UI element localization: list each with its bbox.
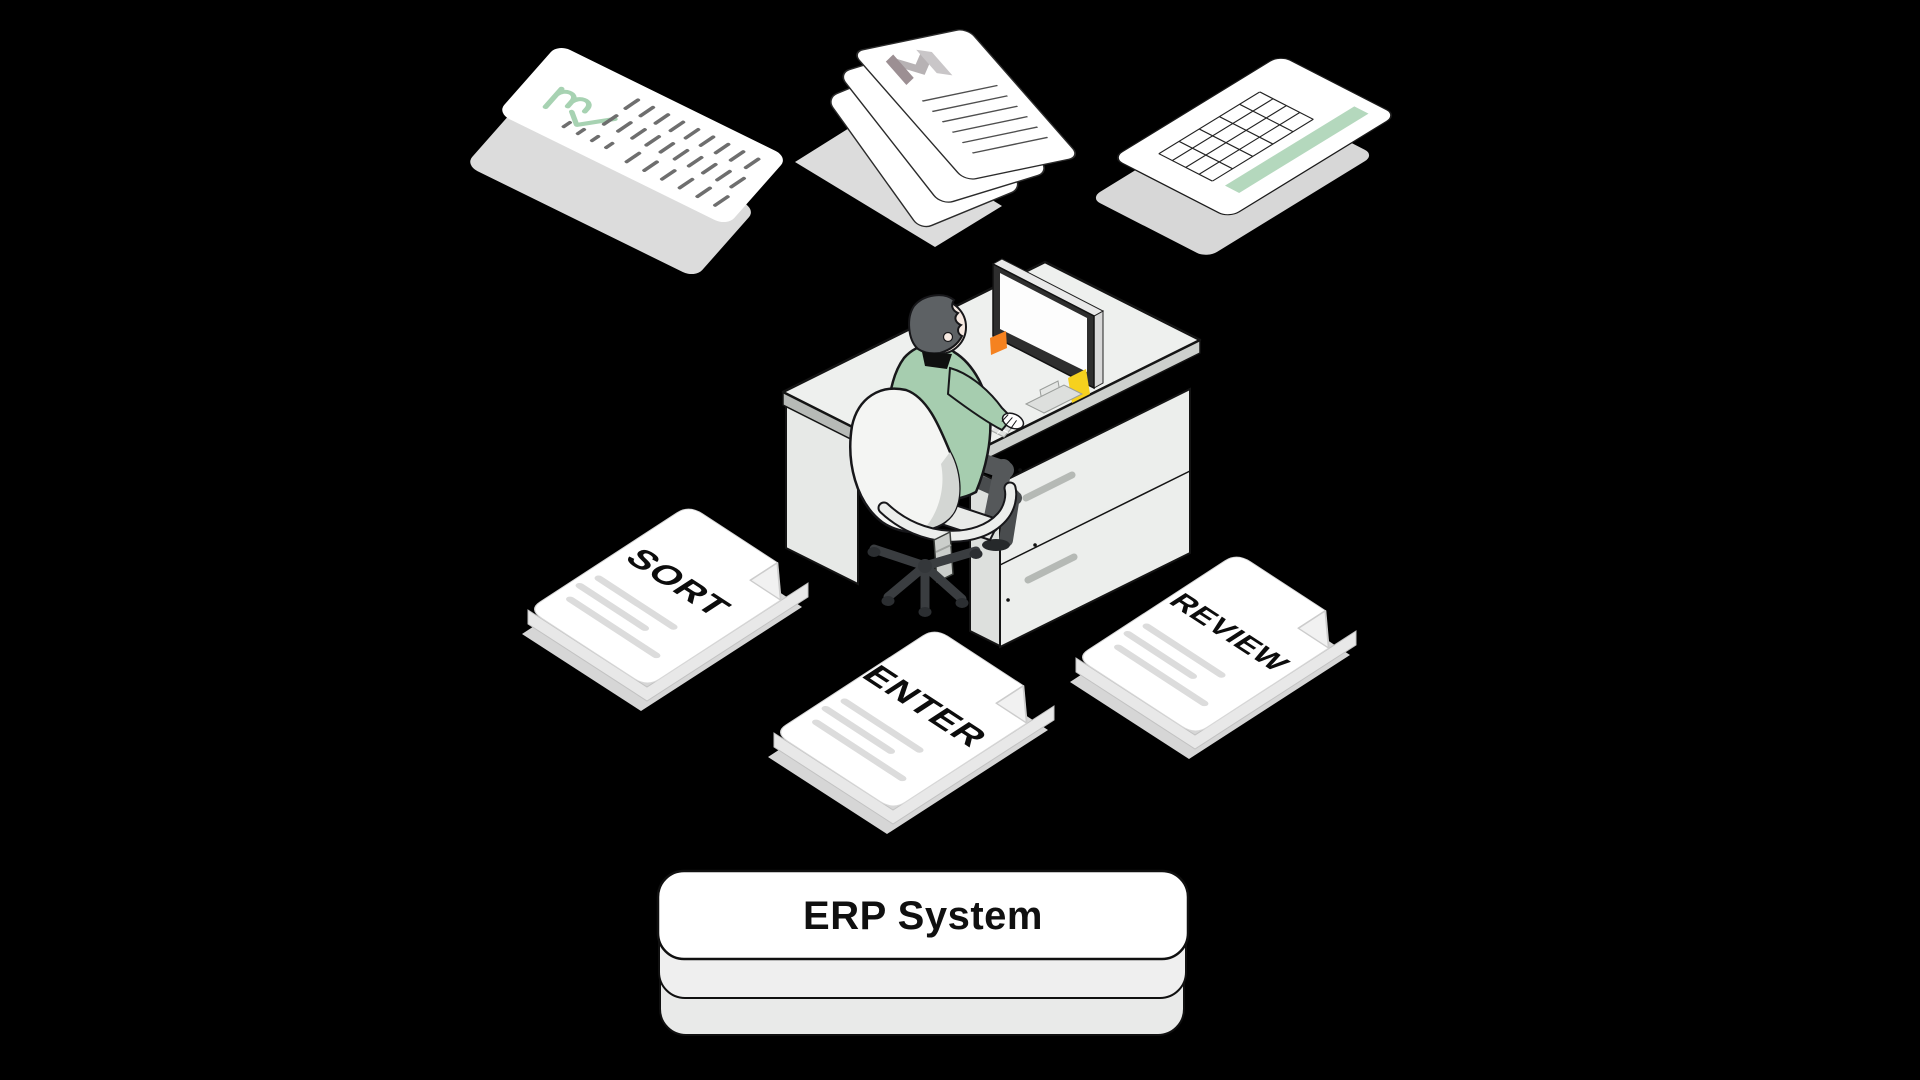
office-chair	[849, 387, 1018, 617]
review-page-edge	[1075, 630, 1357, 750]
enter-text-lines	[812, 698, 924, 782]
enter-page	[780, 631, 1028, 807]
monitor-screen	[1000, 273, 1087, 372]
chair-casters	[867, 547, 983, 617]
chair-armrest	[879, 483, 1016, 541]
task-document-enter: ENTER	[768, 631, 1055, 834]
invoice-page	[502, 48, 783, 223]
spreadsheet-document	[1095, 57, 1393, 255]
chair-base-arms	[869, 544, 981, 613]
invoice-tally-lines	[561, 98, 761, 207]
sort-page	[534, 508, 782, 684]
task-document-sort: SORT	[522, 508, 809, 711]
invoice-shadow	[470, 100, 751, 275]
enter-dog-ear-icon	[995, 685, 1028, 724]
erp-layer-top	[656, 869, 1190, 961]
task-document-review: REVIEW	[1070, 556, 1357, 759]
erp-system-stack: ERP System	[656, 869, 1190, 1036]
gmail-m-logo-icon	[885, 49, 953, 86]
sort-text-lines	[566, 575, 678, 659]
chair-base-hub	[918, 559, 932, 573]
enter-page-edge	[773, 705, 1055, 825]
chair-backrest-shade	[924, 452, 960, 529]
email-stack	[795, 29, 1077, 247]
person-ear	[942, 331, 954, 343]
gmail-m-chevron	[892, 52, 933, 75]
review-dog-ear-icon	[1297, 610, 1330, 649]
sort-dog-ear-icon	[749, 562, 782, 601]
monitor-stand-base	[1024, 384, 1084, 414]
spreadsheet-green-stripe	[1224, 106, 1369, 193]
green-m-check-logo-icon	[542, 86, 618, 127]
sticky-note-orange	[990, 331, 1007, 355]
gmail-m-right-leg	[916, 49, 953, 76]
erp-system-label: ERP System	[803, 894, 1043, 938]
monitor-side	[1093, 310, 1104, 389]
review-text-lines	[1114, 623, 1226, 707]
drawer-divider	[999, 470, 1191, 566]
sort-page-edge	[527, 582, 809, 702]
email-text-lines	[921, 84, 1049, 154]
gmail-m-left-leg	[885, 54, 914, 86]
review-page	[1082, 556, 1330, 732]
monitor	[990, 258, 1105, 414]
person-collar	[922, 352, 952, 369]
grid-table-icon	[1158, 91, 1314, 182]
invoice-document	[470, 48, 783, 275]
shoe-back	[982, 539, 1010, 551]
workstation-scene	[781, 258, 1202, 649]
person-hand	[1001, 412, 1025, 430]
spreadsheet-card	[1116, 57, 1393, 216]
drawer-handles	[1022, 471, 1078, 584]
